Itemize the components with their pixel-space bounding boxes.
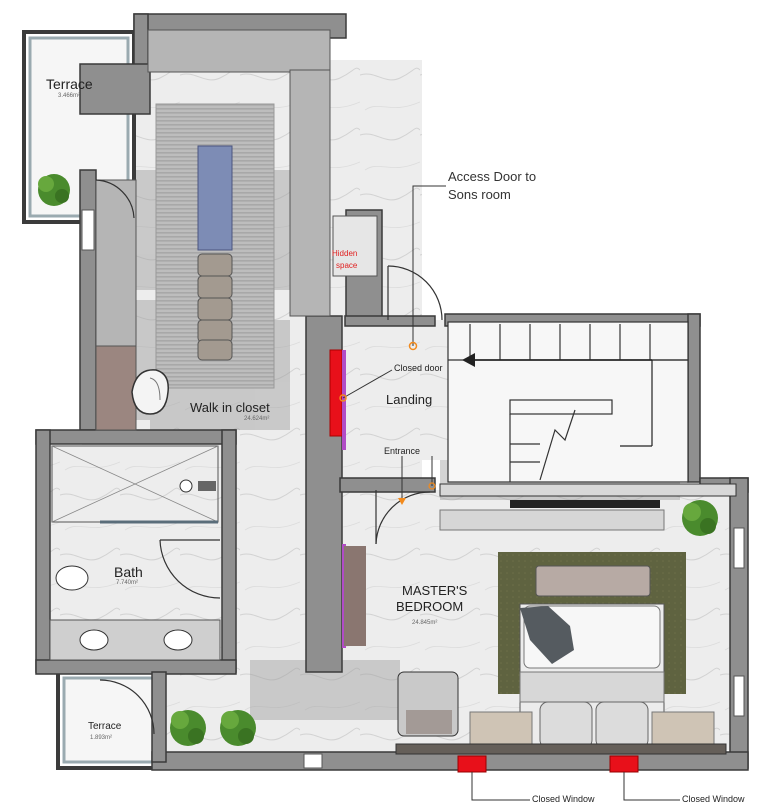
door-swings: [95, 179, 443, 735]
bath-fixtures: [49, 445, 221, 661]
walkin-closet-area: 24.624m²: [244, 416, 270, 422]
terrace-bottom: [56, 670, 160, 770]
closed-window-label: Closed Window: [532, 794, 595, 804]
hidden-space-label-line2: space: [336, 261, 358, 270]
hidden-space-label-line1: Hidden: [332, 249, 358, 258]
bath-label: Bath: [114, 564, 143, 580]
orange-markers: [339, 341, 436, 505]
plant-icon: [38, 174, 70, 206]
closed-door-highlight: [329, 349, 366, 648]
bedroom-armchair: [397, 671, 459, 737]
master-bedroom-label-line2: BEDROOM: [396, 599, 464, 614]
leader-lines: [342, 185, 680, 801]
master-bedroom-area: 24.845m²: [412, 620, 438, 626]
closed-door-label: Closed door: [394, 363, 443, 373]
plant-icon: [682, 500, 718, 536]
closet-rug: [155, 103, 275, 389]
staircase: [447, 321, 689, 483]
closed-window-label: Closed Window: [682, 794, 745, 804]
landing-label: Landing: [386, 392, 433, 407]
walkin-closet-label: Walk in closet: [190, 400, 270, 415]
stair-arrow: [462, 353, 653, 447]
terrace-bottom-label: Terrace: [88, 721, 122, 732]
master-bedroom-label-line1: MASTER'S: [402, 583, 468, 598]
access-door-label-line2: Sons room: [448, 187, 511, 202]
entrance-label: Entrance: [384, 446, 421, 456]
terrace-top-label: Terrace: [46, 76, 93, 92]
armchair: [131, 369, 169, 415]
bed-bench: [395, 743, 727, 755]
tv-unit: [439, 483, 737, 531]
closet-cabinets: [95, 29, 378, 431]
bath-area: 7.740m²: [116, 580, 139, 586]
closed-window-markers: [457, 755, 639, 773]
plant-icon: [170, 710, 206, 746]
window-openings: [81, 209, 745, 769]
access-door-label-line1: Access Door to: [448, 169, 537, 184]
terrace-bottom-area: 1.893m²: [90, 735, 113, 741]
terrace-top-area: 3.466m²: [58, 93, 81, 99]
plant-icon: [220, 710, 256, 746]
